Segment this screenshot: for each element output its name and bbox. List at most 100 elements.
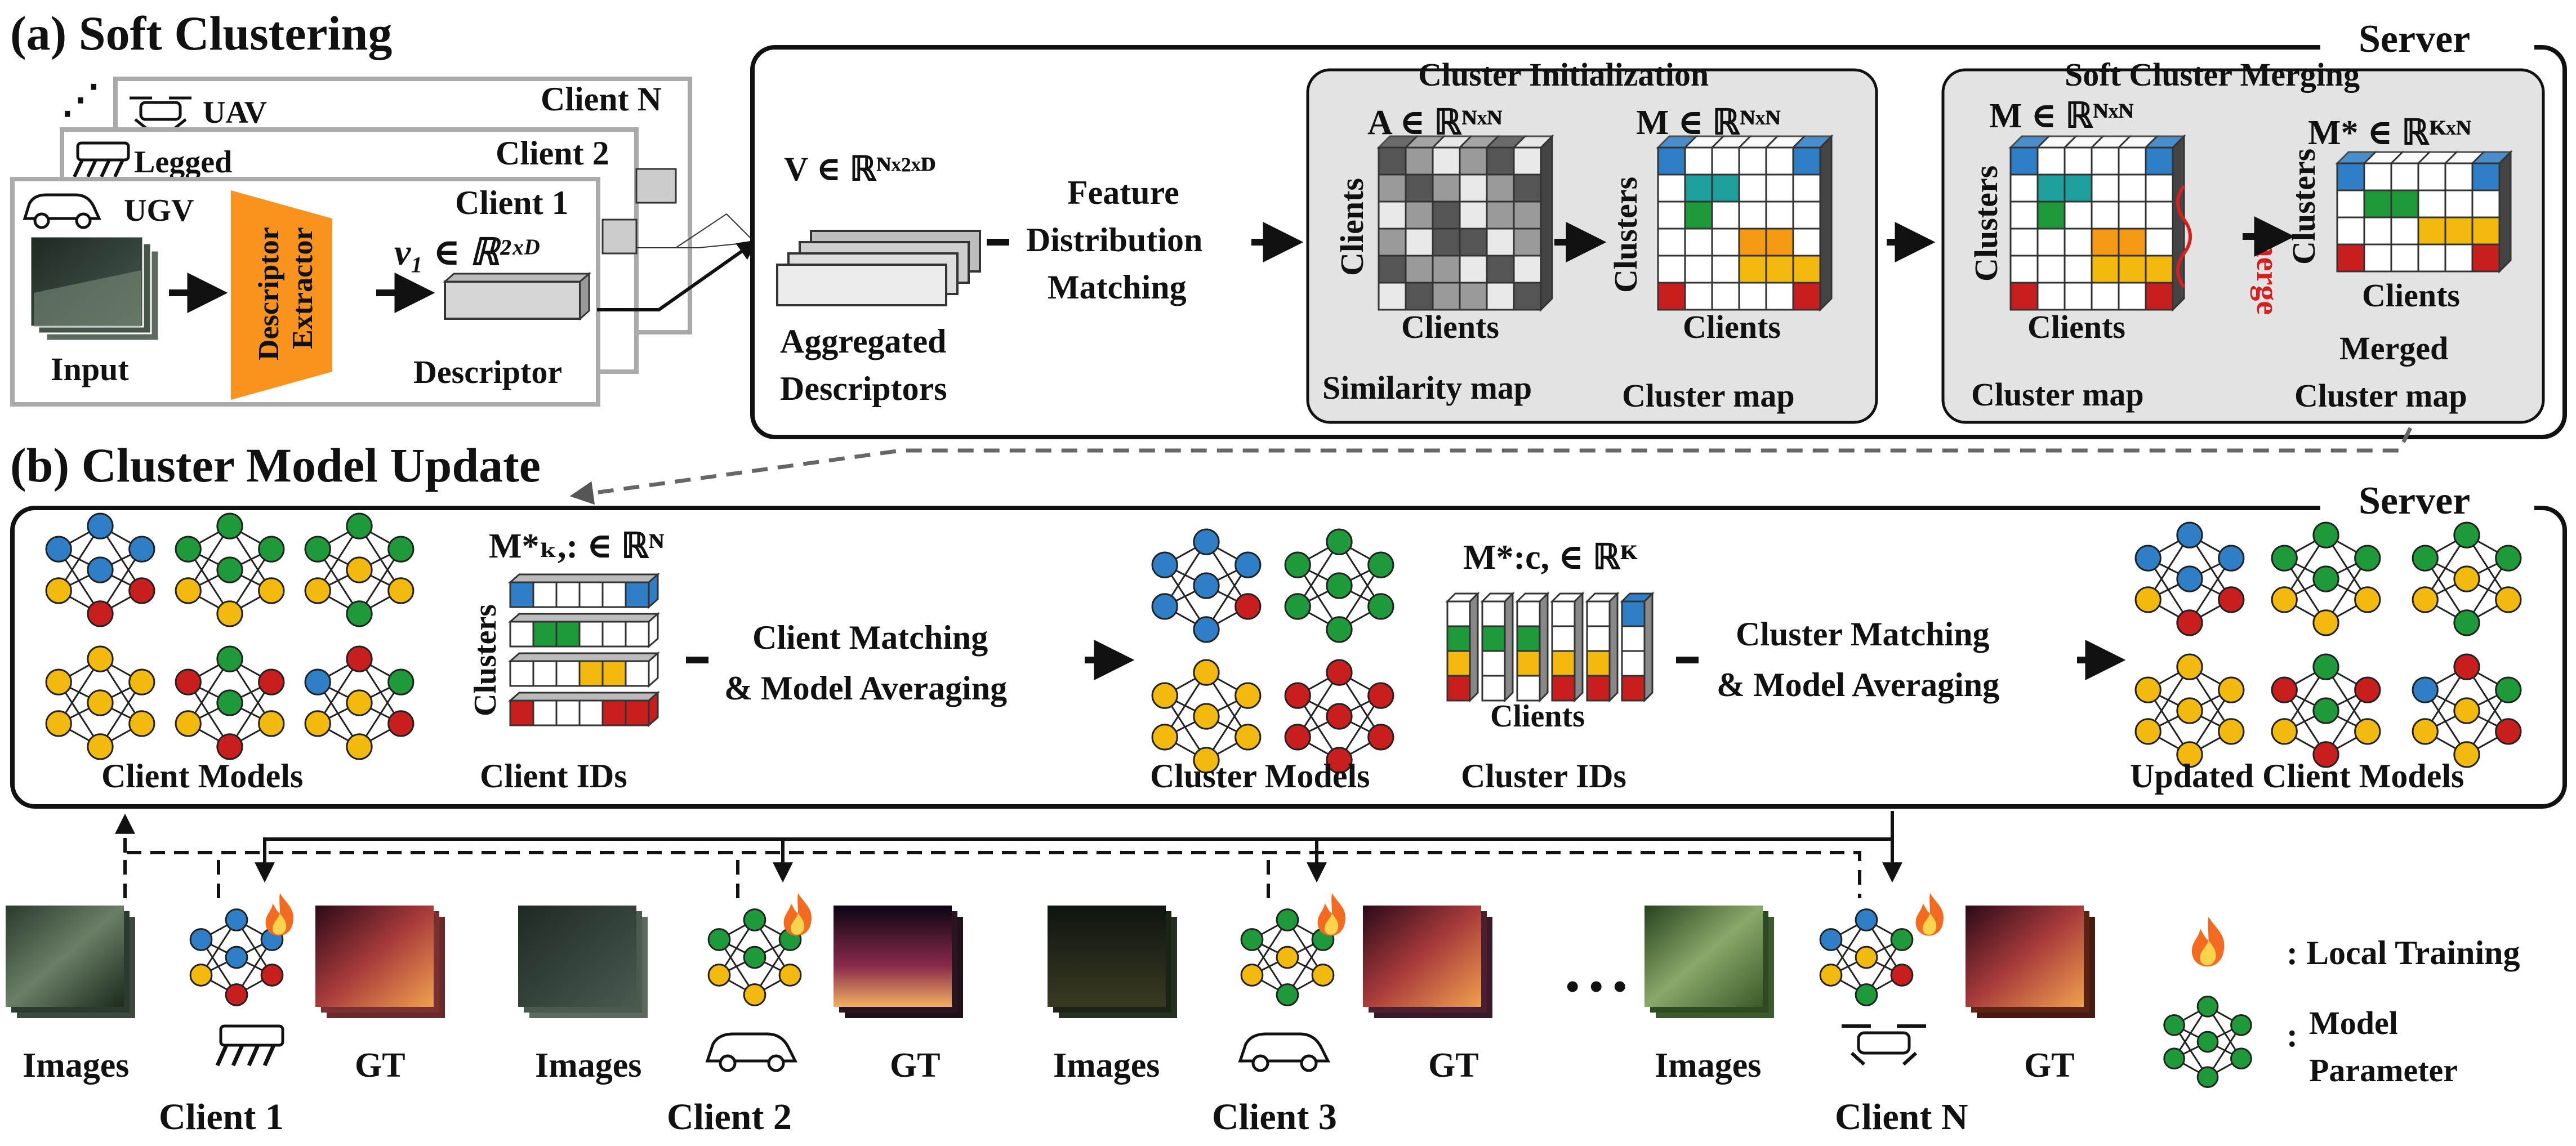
model-network-icon	[1151, 659, 1262, 774]
svg-text:Images: Images	[1655, 1046, 1761, 1085]
client-1-legged-icon	[215, 1024, 284, 1067]
svg-text:Matching: Matching	[1048, 269, 1187, 306]
cluster-ids-columns	[1445, 591, 1655, 703]
svg-text:Cluster Matching: Cluster Matching	[1736, 616, 1990, 653]
model-network-icon	[1151, 528, 1262, 643]
svg-text:Aggregated: Aggregated	[780, 323, 947, 360]
svg-text:GT: GT	[890, 1046, 941, 1085]
svg-text:Extractor: Extractor	[287, 227, 319, 349]
cluster-matrix-merge	[2008, 134, 2186, 312]
cluster-models-label: Cluster Models	[1150, 757, 1370, 795]
cluster-ids-label: Cluster IDs	[1461, 757, 1626, 795]
descriptor-extractor	[231, 190, 332, 400]
svg-text::: :	[2287, 1016, 2298, 1054]
flame-icons	[265, 893, 1944, 936]
section-a-title: (a) Soft Clustering	[10, 6, 392, 60]
model-network-icon	[707, 908, 802, 1006]
legend-model: Model	[2309, 1005, 2398, 1041]
model-network-icon	[45, 645, 155, 760]
svg-text:Clients: Clients	[1334, 178, 1370, 276]
svg-text:Clusters: Clusters	[1607, 177, 1644, 293]
mc-math: M*:c, ∈ ℝᴷ	[1463, 538, 1638, 577]
legend-parameter: Parameter	[2309, 1052, 2458, 1089]
legged-robot-icon	[73, 141, 130, 178]
model-network-icon	[2163, 995, 2252, 1089]
stack-ellipsis: ⋰	[61, 78, 100, 122]
updated-client-models-label: Updated Client Models	[2130, 757, 2464, 795]
model-network-icon	[189, 908, 284, 1006]
client-1-gt	[315, 906, 434, 1007]
client-models-label: Client Models	[101, 757, 303, 795]
model-network-icon	[304, 512, 415, 627]
client-n-group: Images GT Client N	[1644, 906, 2095, 1138]
descriptor-label: Descriptor	[413, 354, 562, 390]
mstar-math: M* ∈ ℝᴷˣᴺ	[2308, 114, 2471, 152]
svg-text:GT: GT	[2024, 1046, 2075, 1085]
cluster-matrix	[1656, 134, 1834, 312]
model-network-icon	[175, 512, 285, 627]
svg-text:Client 2: Client 2	[496, 135, 609, 172]
model-network-icon	[2271, 653, 2381, 768]
svg-text:Cluster map: Cluster map	[1971, 376, 2144, 413]
uav-icon	[130, 96, 191, 130]
v1-math: v₁ ∈ ℝ²ˣᴰ	[394, 232, 540, 273]
svg-text:& Model Averaging: & Model Averaging	[724, 670, 1007, 707]
svg-text:Client N: Client N	[541, 81, 662, 118]
svg-text:Descriptors: Descriptors	[780, 370, 947, 407]
svg-text:Feature: Feature	[1067, 174, 1179, 211]
model-network-icon	[1284, 659, 1394, 774]
svg-text:Clusters: Clusters	[1968, 166, 2004, 282]
svg-text:Cluster Initialization: Cluster Initialization	[1418, 56, 1709, 93]
svg-text:Client 1: Client 1	[159, 1096, 284, 1138]
client-n-gt	[1966, 906, 2084, 1007]
cluster-map-label-1: Cluster map	[1622, 377, 1795, 414]
svg-text:Distribution: Distribution	[1026, 221, 1202, 258]
client-n-uav-icon	[1842, 1024, 1926, 1066]
legend-model-icon	[2163, 995, 2252, 1089]
legend-flame-icon	[2191, 917, 2225, 967]
client-2-car-icon	[705, 1032, 798, 1072]
flame-icon	[265, 893, 293, 936]
model-network-icon	[1284, 528, 1394, 643]
model-network-icon	[2271, 521, 2381, 636]
client-card-1: Client 1 UGV Input Descriptor Extractor …	[10, 177, 600, 407]
similarity-matrix	[1376, 134, 1554, 312]
svg-text:Client 1: Client 1	[455, 184, 569, 221]
model-network-icon	[2134, 521, 2245, 636]
svg-text:Descriptor: Descriptor	[253, 227, 285, 360]
client-models-group	[45, 512, 415, 760]
model-network-icon	[175, 645, 285, 760]
model-network-icon	[1819, 908, 1914, 1006]
client-2-image	[518, 906, 636, 1007]
client-3-group: Images GT Client 3	[1048, 906, 1492, 1138]
svg-text:Clusters: Clusters	[2285, 149, 2322, 265]
server-label-a: Server	[2359, 17, 2470, 61]
merged-cluster-matrix	[2335, 150, 2513, 274]
svg-text:Client N: Client N	[1835, 1096, 1968, 1138]
client-3-car-icon	[1238, 1032, 1331, 1072]
svg-text:Images: Images	[1053, 1046, 1160, 1085]
server-label-b: Server	[2359, 479, 2470, 523]
similarity-map-label: Similarity map	[1322, 369, 1532, 406]
svg-text:GT: GT	[355, 1046, 405, 1085]
client-2-group: Images GT Client 2	[518, 906, 963, 1138]
client-ids-rows	[508, 572, 660, 728]
svg-text:Clients: Clients	[2027, 309, 2125, 345]
model-network-icon	[45, 512, 155, 627]
svg-text:Clients: Clients	[2362, 277, 2460, 314]
svg-text:Soft Cluster Merging: Soft Cluster Merging	[2065, 56, 2360, 93]
svg-text:Clients: Clients	[1401, 309, 1499, 345]
client-2-gt	[834, 906, 952, 1007]
input-image-stack	[29, 235, 160, 342]
svg-text:Cluster map: Cluster map	[2294, 377, 2467, 414]
model-network-icon	[2134, 653, 2245, 768]
svg-text:Clients: Clients	[1490, 699, 1585, 734]
model-network-icon	[2412, 653, 2522, 768]
svg-text:Clusters: Clusters	[468, 604, 503, 716]
descriptor-bar	[443, 271, 591, 321]
flame-icon	[1317, 893, 1345, 936]
merge-annotation: merge	[2250, 231, 2285, 315]
legend-local-training: : Local Training	[2287, 934, 2520, 971]
client-3-image	[1048, 906, 1166, 1007]
